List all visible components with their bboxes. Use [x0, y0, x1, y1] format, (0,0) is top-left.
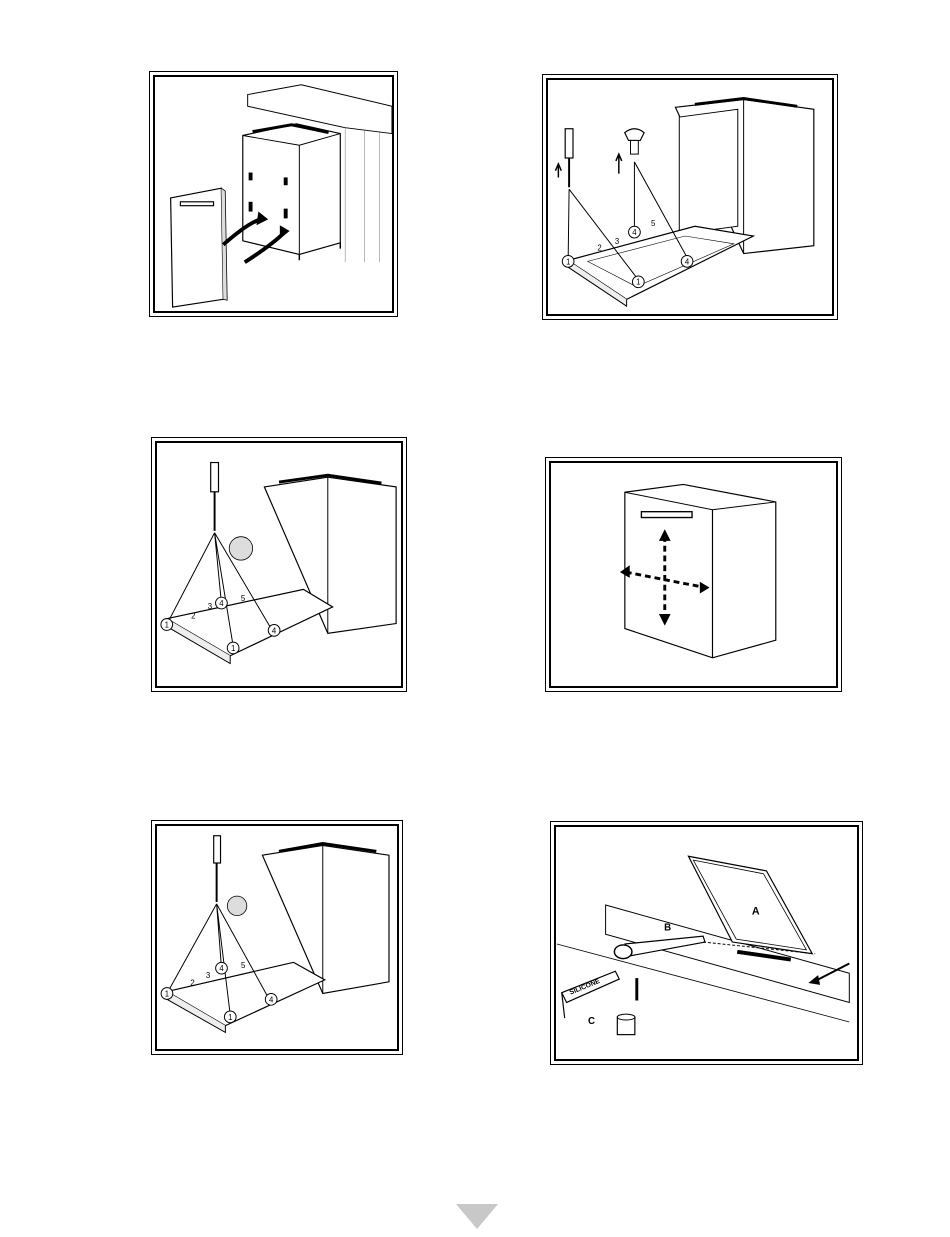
callout-5: 5 — [651, 219, 656, 228]
panel-attach-door-frame — [153, 75, 394, 313]
illustration-screw-door-b: 1 1 4 4 2 3 5 — [157, 826, 397, 1049]
callout-4: 4 — [219, 964, 224, 973]
panel-remove-screws: 1 1 4 4 2 3 5 — [542, 74, 838, 320]
callout-1b: 1 — [231, 644, 235, 653]
callout-1: 1 — [566, 257, 570, 266]
callout-1: 1 — [165, 620, 169, 629]
illustration-seal-trim: A B SILICONE C — [556, 827, 857, 1059]
panel-seal-trim-frame: A B SILICONE C — [554, 825, 859, 1061]
illustration-screw-door-a: 1 1 4 4 2 3 5 — [157, 443, 401, 686]
callout-1: 1 — [165, 989, 169, 998]
label-b: B — [664, 922, 671, 933]
label-a: A — [752, 906, 760, 918]
callout-4b: 4 — [272, 626, 277, 635]
callout-4: 4 — [632, 228, 637, 237]
callout-3: 3 — [206, 971, 210, 980]
callout-1b: 1 — [636, 278, 640, 287]
panel-screw-door-b-frame: 1 1 4 4 2 3 5 — [155, 824, 399, 1051]
callout-2: 2 — [191, 612, 195, 621]
illustration-attach-door — [155, 77, 392, 311]
illustration-adjust-door — [551, 463, 836, 686]
callout-3: 3 — [615, 237, 619, 246]
callout-2: 2 — [597, 244, 601, 253]
callout-4b: 4 — [685, 257, 690, 266]
down-triangle-icon — [456, 1204, 498, 1229]
callout-4: 4 — [219, 599, 224, 608]
panel-screw-door-a: 1 1 4 4 2 3 5 — [151, 437, 407, 692]
callout-5: 5 — [241, 594, 246, 603]
panel-screw-door-b: 1 1 4 4 2 3 5 — [151, 820, 403, 1055]
illustration-remove-screws: 1 1 4 4 2 3 5 — [548, 80, 832, 314]
callout-3: 3 — [208, 602, 212, 611]
callout-4b: 4 — [269, 995, 274, 1004]
callout-5: 5 — [241, 961, 245, 970]
panel-attach-door — [149, 71, 398, 317]
label-c: C — [588, 1016, 595, 1027]
callout-1b: 1 — [228, 1013, 232, 1022]
panel-remove-screws-frame: 1 1 4 4 2 3 5 — [546, 78, 834, 316]
panel-seal-trim: A B SILICONE C — [550, 821, 863, 1065]
panel-adjust-door — [545, 457, 842, 692]
callout-2: 2 — [190, 979, 194, 988]
panel-screw-door-a-frame: 1 1 4 4 2 3 5 — [155, 441, 403, 688]
panel-adjust-door-frame — [549, 461, 838, 688]
